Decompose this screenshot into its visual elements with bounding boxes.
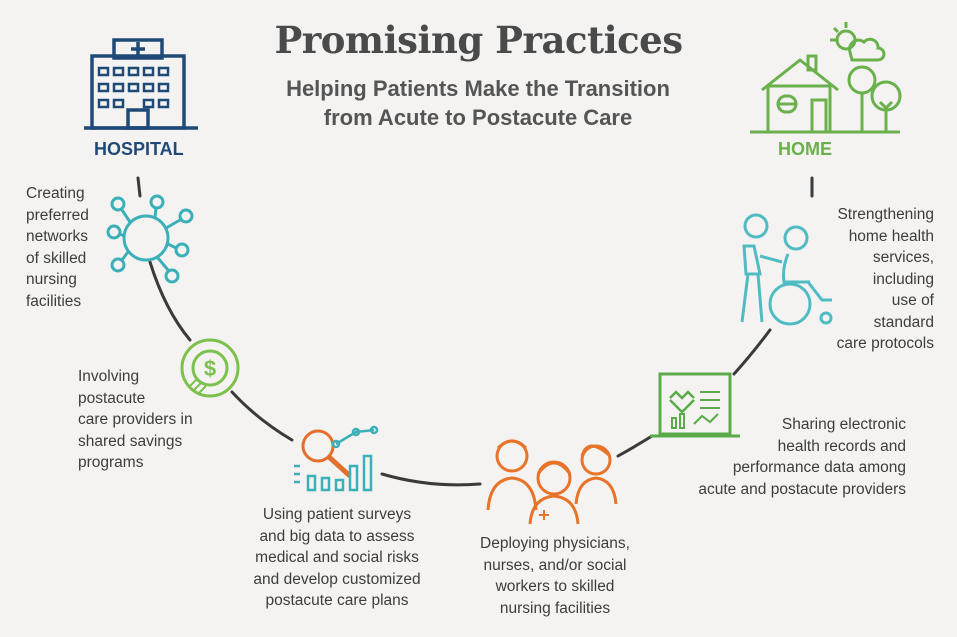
- caption-line: services,: [872, 249, 934, 266]
- practice-caption-networks: Creating preferred networks of skilled n…: [26, 183, 136, 312]
- hospital-icon: [84, 38, 198, 130]
- ehr-icon: [650, 372, 740, 438]
- caption-line: nurses, and/or social: [483, 556, 627, 574]
- caption-line: medical and social risks: [255, 549, 419, 566]
- caption-line: nursing facilities: [499, 599, 611, 617]
- caption-line: standard: [873, 313, 934, 331]
- practice-caption-savings: Involving postacute care providers in sh…: [78, 366, 218, 474]
- caption-line: preferred: [26, 206, 89, 224]
- caption-line: use of: [891, 292, 934, 309]
- caption-line: workers to skilled: [495, 578, 615, 595]
- caption-line: acute and postacute providers: [698, 480, 906, 498]
- subtitle-line-2: from Acute to Postacute Care: [323, 105, 633, 130]
- caption-line: performance data among: [732, 459, 906, 476]
- caption-line: nursing: [26, 271, 77, 288]
- analytics-icon: [294, 425, 379, 492]
- practice-caption-ehr: Sharing electronic health records and pe…: [672, 414, 906, 500]
- svg-text:$: $: [204, 356, 216, 381]
- caption-line: of skilled: [26, 249, 87, 267]
- savings-icon: $: [180, 338, 240, 398]
- wheelchair-icon: [740, 213, 833, 326]
- caption-line: Sharing electronic: [781, 416, 906, 433]
- practice-caption-clinicians: Deploying physicians, nurses, and/or soc…: [460, 533, 650, 619]
- caption-line: home health: [848, 227, 934, 245]
- caption-line: shared savings: [78, 432, 183, 450]
- caption-line: including: [872, 270, 934, 288]
- caption-line: and develop customized: [253, 570, 421, 588]
- caption-line: health records and: [777, 437, 906, 455]
- caption-line: Involving: [78, 368, 140, 385]
- caption-line: networks: [26, 228, 89, 245]
- page-title: Promising Practices: [274, 18, 683, 62]
- caption-line: and big data to assess: [259, 527, 415, 545]
- caption-line: postacute: [78, 389, 146, 407]
- transition-path: [136, 176, 814, 487]
- practice-caption-analytics: Using patient surveys and big data to as…: [232, 504, 442, 612]
- clinicians-icon: [486, 439, 618, 525]
- hospital-label: HOSPITAL: [94, 139, 184, 159]
- home-label: HOME: [778, 139, 832, 159]
- home-icon: [750, 22, 902, 134]
- page-subtitle: Helping Patients Make the Transition fro…: [228, 74, 728, 132]
- caption-line: care protocols: [836, 335, 934, 352]
- caption-line: care providers in: [78, 411, 193, 428]
- caption-line: Creating: [26, 185, 85, 202]
- caption-line: Strengthening: [837, 206, 934, 223]
- network-icon: [106, 194, 194, 284]
- caption-line: postacute care plans: [265, 592, 409, 609]
- practice-caption-home-health: Strengthening home health services, incl…: [800, 204, 934, 355]
- caption-line: programs: [78, 454, 144, 471]
- caption-line: Deploying physicians,: [480, 535, 630, 552]
- caption-line: Using patient surveys: [262, 506, 412, 523]
- subtitle-line-1: Helping Patients Make the Transition: [286, 76, 670, 101]
- caption-line: facilities: [26, 292, 82, 310]
